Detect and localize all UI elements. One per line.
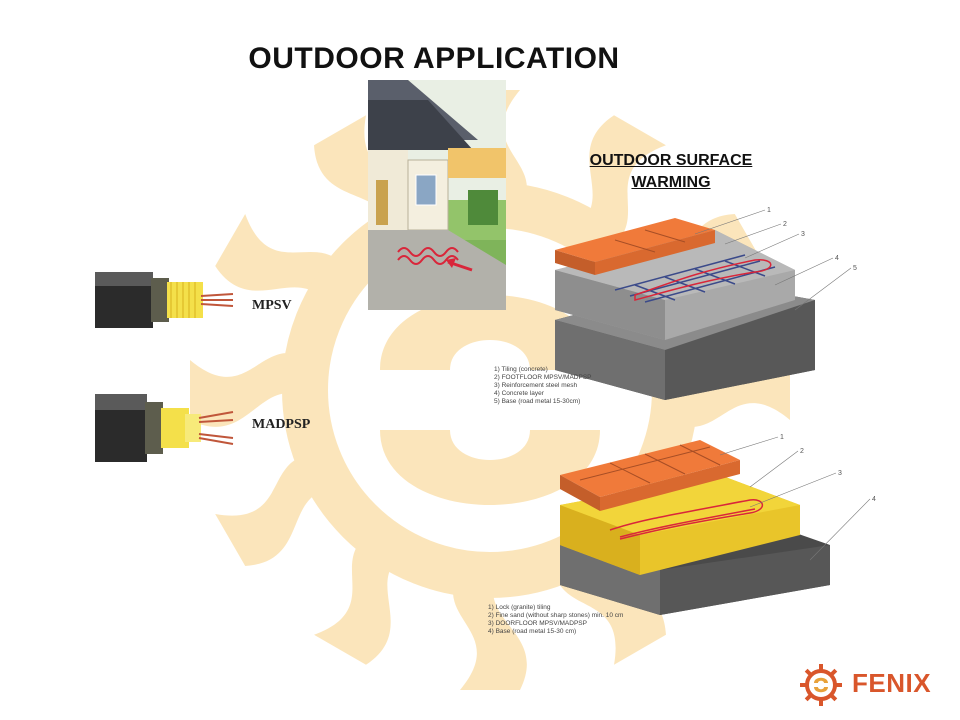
cross-section-concrete: 1 2 3 4 5 xyxy=(555,207,857,400)
callout-5: 5 xyxy=(853,265,857,272)
cross-section-sand: 1 2 3 4 xyxy=(560,434,876,615)
callout-1: 1 xyxy=(767,207,771,214)
page-title: OUTDOOR APPLICATION xyxy=(248,42,620,75)
legend-item: 2) FOOTFLOOR MPSV/MADPSP xyxy=(494,374,592,381)
legend-concrete: 1) Tiling (concrete) 2) FOOTFLOOR MPSV/M… xyxy=(494,366,592,406)
cable-label-madpsp: MADPSP xyxy=(252,417,311,432)
legend-item: 1) Tiling (concrete) xyxy=(494,366,548,373)
callout-3: 3 xyxy=(838,470,842,477)
cable-mpsv-icon xyxy=(95,272,234,328)
fenix-sun-logo-icon xyxy=(800,664,842,706)
callout-4: 4 xyxy=(872,496,876,503)
callout-4: 4 xyxy=(835,255,839,262)
legend-item: 2) Fine sand (without sharp stones) min.… xyxy=(488,612,624,619)
cable-madpsp-icon xyxy=(95,394,234,462)
legend-item: 1) Lock (granite) tiling xyxy=(488,604,551,611)
callout-2: 2 xyxy=(800,448,804,455)
legend-item: 4) Concrete layer xyxy=(494,390,544,397)
callout-2: 2 xyxy=(783,221,787,228)
brand-logo-text: FENIX xyxy=(852,668,932,698)
legend-item: 3) Reinforcement steel mesh xyxy=(494,382,578,389)
legend-item: 3) DOORFLOOR MPSV/MADPSP xyxy=(488,620,587,627)
legend-item: 5) Base (road metal 15-30cm) xyxy=(494,398,581,405)
cable-label-mpsv: MPSV xyxy=(252,298,292,313)
house-illustration xyxy=(368,80,506,310)
callout-3: 3 xyxy=(801,231,805,238)
section-heading: OUTDOOR SURFACE WARMING xyxy=(589,152,753,191)
legend-sand: 1) Lock (granite) tiling 2) Fine sand (w… xyxy=(488,604,623,636)
legend-item: 4) Base (road metal 15-30 cm) xyxy=(488,628,577,635)
callout-1: 1 xyxy=(780,434,784,441)
